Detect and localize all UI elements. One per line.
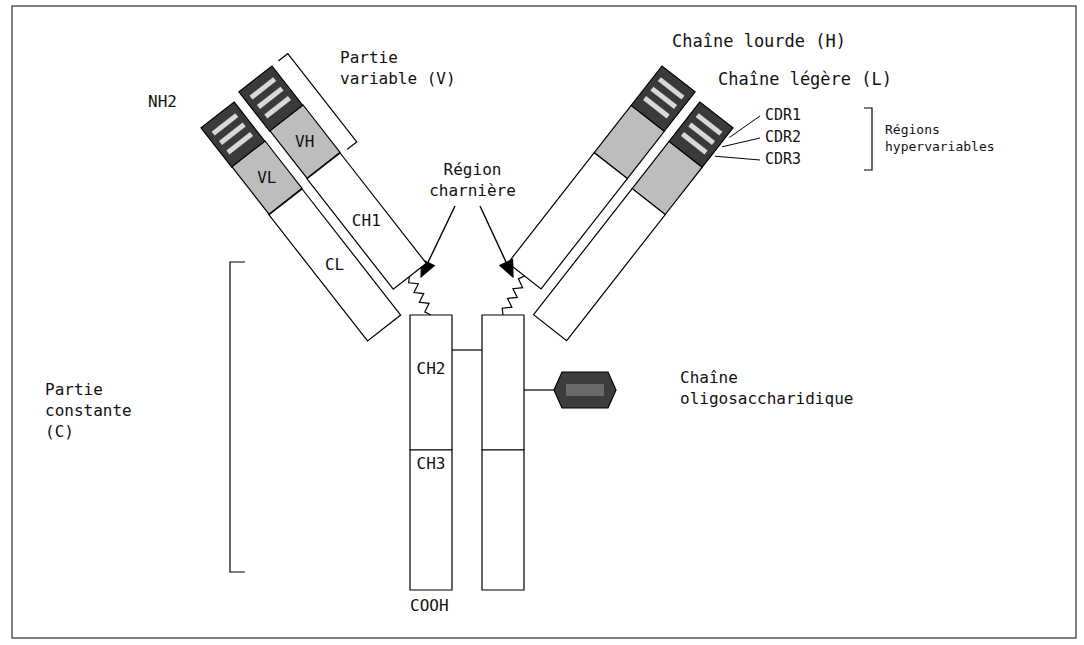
domain-name: CH3 — [417, 454, 446, 473]
cdr-band — [264, 96, 291, 118]
pointer-line — [428, 206, 455, 263]
domain-shape — [269, 189, 401, 341]
terminus-label: COOH — [410, 596, 449, 617]
domain-outline — [410, 315, 452, 450]
leader-line — [730, 116, 760, 137]
constant-domain: CH3 — [410, 450, 452, 590]
leader-line — [715, 156, 760, 160]
constant-domain — [534, 189, 666, 341]
disulfide-bond — [452, 349, 482, 350]
chain-label: Chaîne légère (L) — [718, 68, 892, 90]
domain-name: VL — [257, 168, 276, 187]
region-label: Partie variable (V) — [340, 48, 470, 90]
cdr-band — [226, 132, 253, 154]
domain-shape — [410, 315, 452, 450]
domain-name: CH1 — [352, 211, 381, 230]
oligosaccharide-band — [566, 384, 604, 396]
constant-domain — [482, 315, 524, 450]
leader-line — [722, 138, 760, 147]
cdr-band — [681, 132, 708, 154]
hypervariable-bracket — [864, 108, 872, 170]
cdr-label: CDR2 — [765, 128, 801, 148]
constant-bracket — [230, 262, 245, 572]
hinge-zigzag — [502, 276, 524, 315]
domain-name: CL — [325, 255, 344, 274]
region-label: Régions hypervariables — [885, 122, 1005, 156]
glycan-link — [524, 389, 554, 390]
hypervariable-block — [669, 102, 733, 167]
region-label: Partie constante (C) — [45, 380, 145, 442]
oligosaccharide-symbol — [554, 372, 616, 408]
terminus-label: NH2 — [148, 92, 177, 113]
hinge-zigzag — [409, 276, 431, 315]
domain-shape — [410, 450, 452, 590]
pointer-arrowhead — [500, 260, 513, 277]
cdr-band — [643, 96, 670, 118]
cdr-label: CDR3 — [765, 150, 801, 170]
constant-domain: CH2 — [410, 315, 452, 450]
domain-name: CH2 — [417, 359, 446, 378]
pointer-line — [480, 206, 506, 262]
frame-border — [12, 6, 1076, 638]
constant-domain — [482, 450, 524, 590]
glycan-label: Chaîne oligosaccharidique — [680, 368, 865, 410]
chain-label: Chaîne lourde (H) — [672, 30, 846, 52]
domain-name: VH — [295, 132, 314, 151]
region-label: Région charnière — [420, 160, 525, 202]
cdr-label: CDR1 — [765, 106, 801, 126]
